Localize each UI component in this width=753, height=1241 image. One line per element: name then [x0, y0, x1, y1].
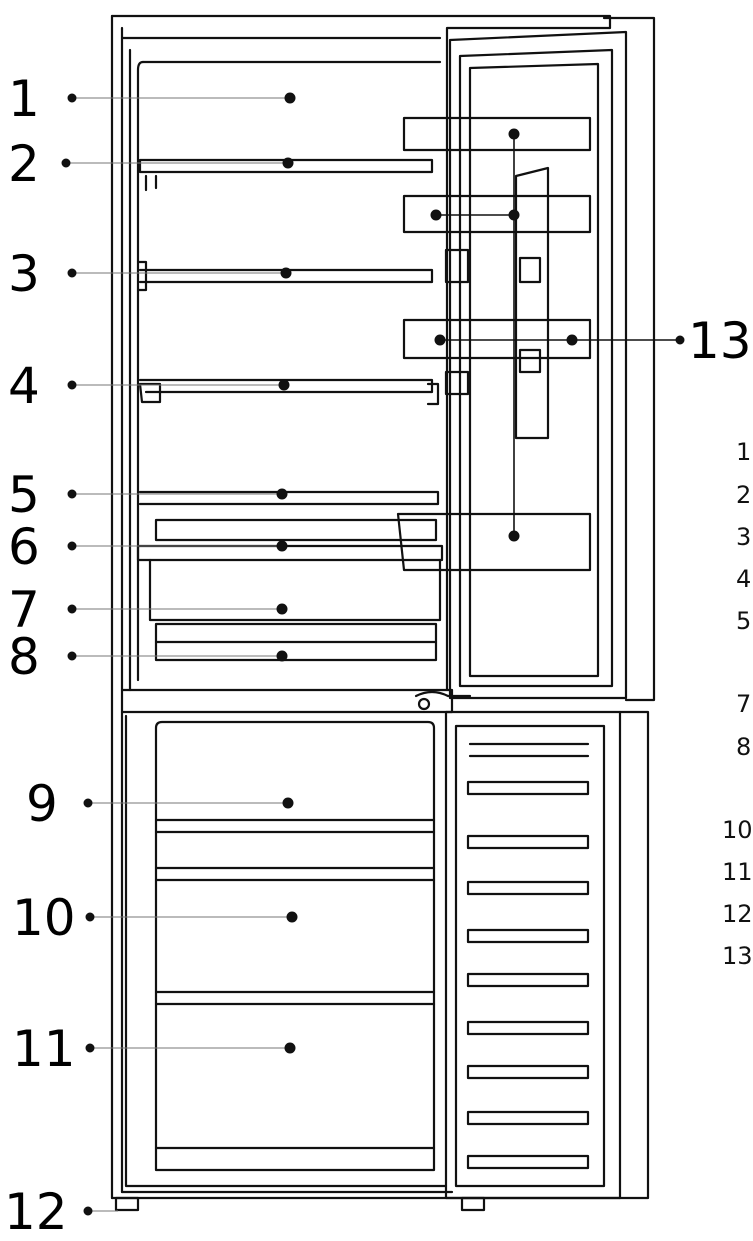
legend-number: 4	[736, 565, 752, 593]
legend-number: 3	[736, 523, 752, 551]
legend-number: 5	[736, 607, 752, 635]
callout-11: 11	[12, 1020, 76, 1078]
freezer-drawers	[124, 714, 448, 1188]
crisper-drawers	[136, 518, 444, 662]
cabinet-body	[110, 14, 622, 1200]
legend-number: 1	[736, 438, 752, 466]
legend-number: 8	[736, 733, 752, 761]
callout-3: 3	[8, 245, 40, 303]
callout-7: 7	[8, 581, 40, 639]
callout-4: 4	[8, 357, 40, 415]
callout-9: 9	[26, 775, 58, 833]
legend-number: 12	[722, 900, 753, 928]
callout-6: 6	[8, 518, 40, 576]
callout-5: 5	[8, 466, 40, 524]
feet	[114, 1196, 486, 1212]
legend-number: 13	[722, 942, 753, 970]
fridge-door	[396, 16, 656, 702]
callout-8: 8	[8, 628, 40, 686]
callout-13: 13	[688, 312, 752, 370]
legend-number: 2	[736, 481, 752, 509]
callout-2: 2	[8, 135, 40, 193]
legend-number: 11	[722, 858, 753, 886]
freezer-door	[444, 710, 650, 1200]
legend-number: 10	[722, 816, 753, 844]
fridge-shelves	[136, 158, 440, 506]
callout-12: 12	[4, 1183, 68, 1241]
legend-number: 7	[736, 690, 752, 718]
hinge	[414, 690, 472, 698]
callout-1: 1	[8, 70, 40, 128]
callout-10: 10	[12, 889, 76, 947]
callout-leaders	[61, 92, 685, 1216]
